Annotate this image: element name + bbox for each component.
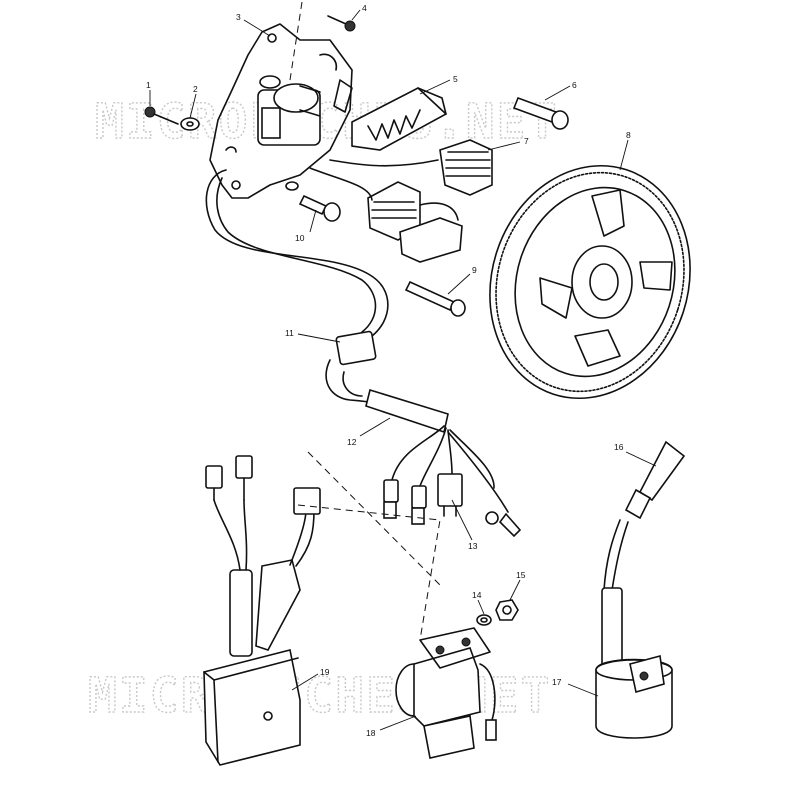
charge-coils <box>309 139 493 263</box>
dash-line-regulator-plug <box>307 451 441 586</box>
watermark-top: MICROFICHES.NET <box>95 94 558 150</box>
screw-4 <box>327 15 356 32</box>
dash-line-top <box>289 1 303 81</box>
voltage-regulator <box>203 455 321 766</box>
bolt-9 <box>404 280 466 317</box>
callout-16: 16 <box>614 442 624 452</box>
starter-solenoid <box>395 627 497 759</box>
callout-9: 9 <box>472 265 477 275</box>
bolt-6 <box>512 96 569 130</box>
screw-10 <box>285 181 341 222</box>
flywheel <box>489 164 691 400</box>
dash-line-regulator-solenoid <box>297 504 441 641</box>
nut-15 <box>495 599 519 621</box>
callout-5: 5 <box>453 74 458 84</box>
screw-1 <box>144 106 179 125</box>
callout-12: 12 <box>347 437 357 447</box>
harness-connectors <box>383 473 522 538</box>
callout-1: 1 <box>146 80 151 90</box>
callout-4: 4 <box>362 3 367 13</box>
spark-plug-cap <box>603 440 686 591</box>
callout-17: 17 <box>552 677 562 687</box>
callout-18: 18 <box>366 728 376 738</box>
callout-6: 6 <box>572 80 577 90</box>
callout-2: 2 <box>193 84 198 94</box>
wire-harness <box>205 169 509 513</box>
callout-19: 19 <box>320 667 330 677</box>
ignition-coil <box>595 587 673 739</box>
stator-coil <box>257 75 321 146</box>
callout-11: 11 <box>285 328 294 338</box>
callout-10: 10 <box>295 233 305 243</box>
nut-14 <box>476 614 492 626</box>
callout-14: 14 <box>472 590 482 600</box>
leader-lines <box>149 9 657 731</box>
callout-7: 7 <box>524 136 529 146</box>
callout-3: 3 <box>236 12 241 22</box>
stator-plate <box>209 23 353 199</box>
washer-2 <box>180 117 200 131</box>
callout-13: 13 <box>468 541 478 551</box>
callout-15: 15 <box>516 570 526 580</box>
callout-8: 8 <box>626 130 631 140</box>
